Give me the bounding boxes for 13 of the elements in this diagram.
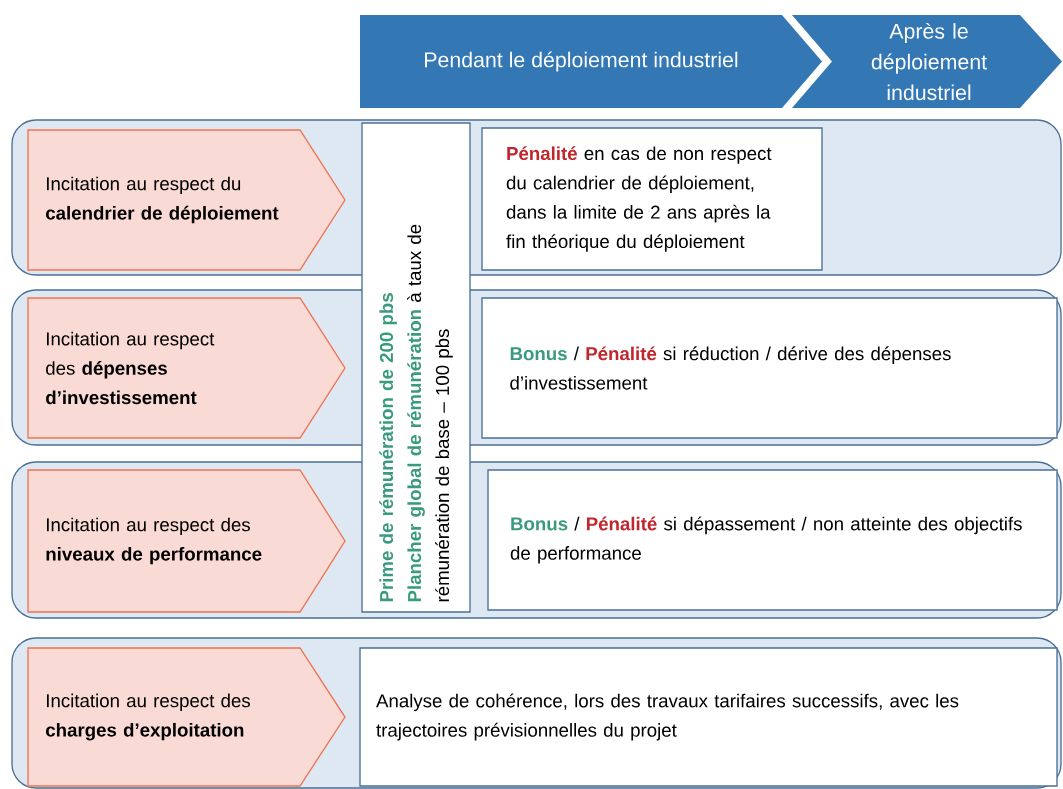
chevron-banner: Pendant le déploiement industriel bbox=[360, 15, 822, 108]
text-box: Analyse de cohérence, lors des travaux tarifaires successifs, avec les trajectoires prévisionnelles du projet bbox=[359, 647, 1058, 787]
text-box: Bonus / Pénalité si réduction / dérive des dépenses d’investissement bbox=[481, 297, 1058, 439]
node-label: Après le déploiement industriel bbox=[871, 22, 987, 101]
chevron-banner: Après le déploiement industriel bbox=[792, 15, 1062, 108]
node-label: Pendant le déploiement industriel bbox=[425, 51, 738, 72]
pentagon-label: Incitation au respect des charges d’exploitation bbox=[27, 647, 346, 787]
pentagon-label: Incitation au respect du calendrier de déploiement bbox=[27, 129, 346, 271]
pentagon-label: Incitation au respect des dépenses d’investissement bbox=[27, 297, 346, 439]
vertical-text-box: Prime de rémunération de 200 pbs Plancher global de rémunération à taux de rémunération de base – 100 pbs bbox=[361, 122, 471, 613]
text-box: Bonus / Pénalité si dépassement / non atteinte des objectifs de performance bbox=[487, 469, 1058, 611]
text-box: Pénalité en cas de non respect du calendrier de déploiement, dans la limite de 2 ans après la fin théorique du déploiement bbox=[481, 127, 823, 271]
pentagon-label: Incitation au respect des niveaux de performance bbox=[27, 469, 346, 613]
